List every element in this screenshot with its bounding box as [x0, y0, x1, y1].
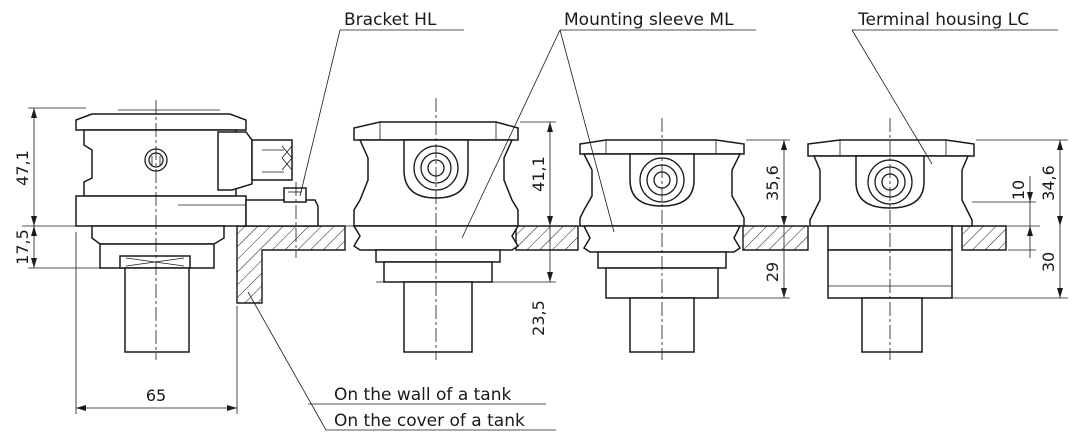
dim-47-1-text: 47,1 — [13, 150, 32, 186]
leader-bracket: Bracket HL — [299, 10, 464, 197]
label-wall: On the wall of a tank — [334, 385, 512, 405]
dim-23-5-text: 23,5 — [529, 300, 548, 336]
dimension-34-6: 34,6 — [976, 139, 1068, 226]
label-bracket: Bracket HL — [344, 10, 437, 30]
leader-terminal: Terminal housing LC — [851, 10, 1058, 165]
dimension-17-5: 17,5 — [13, 226, 100, 269]
dimension-35-6: 35,6 — [746, 139, 790, 226]
tank-plate — [236, 225, 1007, 304]
dimension-65: 65 — [75, 232, 238, 414]
dim-29-text: 29 — [763, 262, 782, 282]
dim-17-5-text: 17,5 — [13, 229, 32, 265]
dimension-10: 10 — [972, 176, 1036, 226]
dim-41-1-text: 41,1 — [529, 156, 548, 192]
label-sleeve: Mounting sleeve ML — [564, 10, 734, 30]
dimension-41-1: 41,1 — [520, 121, 556, 226]
dim-34-6-text: 34,6 — [1039, 165, 1058, 201]
dimension-23-5: 23,5 — [500, 226, 556, 336]
unit-sleeve-large — [352, 98, 520, 360]
dimension-30: 30 — [952, 226, 1068, 299]
dimension-47-1: 47,1 — [13, 107, 86, 226]
unit-terminal-housing — [807, 118, 975, 360]
dim-65-text: 65 — [146, 386, 166, 405]
unit-sleeve-small — [579, 118, 745, 360]
dimension-29: 29 — [718, 226, 790, 299]
unit-wall-mount — [75, 100, 319, 360]
leader-wall-cover: On the wall of a tank On the cover of a … — [247, 291, 556, 431]
label-cover: On the cover of a tank — [334, 411, 525, 431]
dim-10-text: 10 — [1009, 180, 1028, 200]
dim-35-6-text: 35,6 — [763, 165, 782, 201]
label-terminal: Terminal housing LC — [857, 10, 1029, 30]
dim-30-text: 30 — [1039, 252, 1058, 272]
leader-sleeve: Mounting sleeve ML — [461, 10, 756, 239]
